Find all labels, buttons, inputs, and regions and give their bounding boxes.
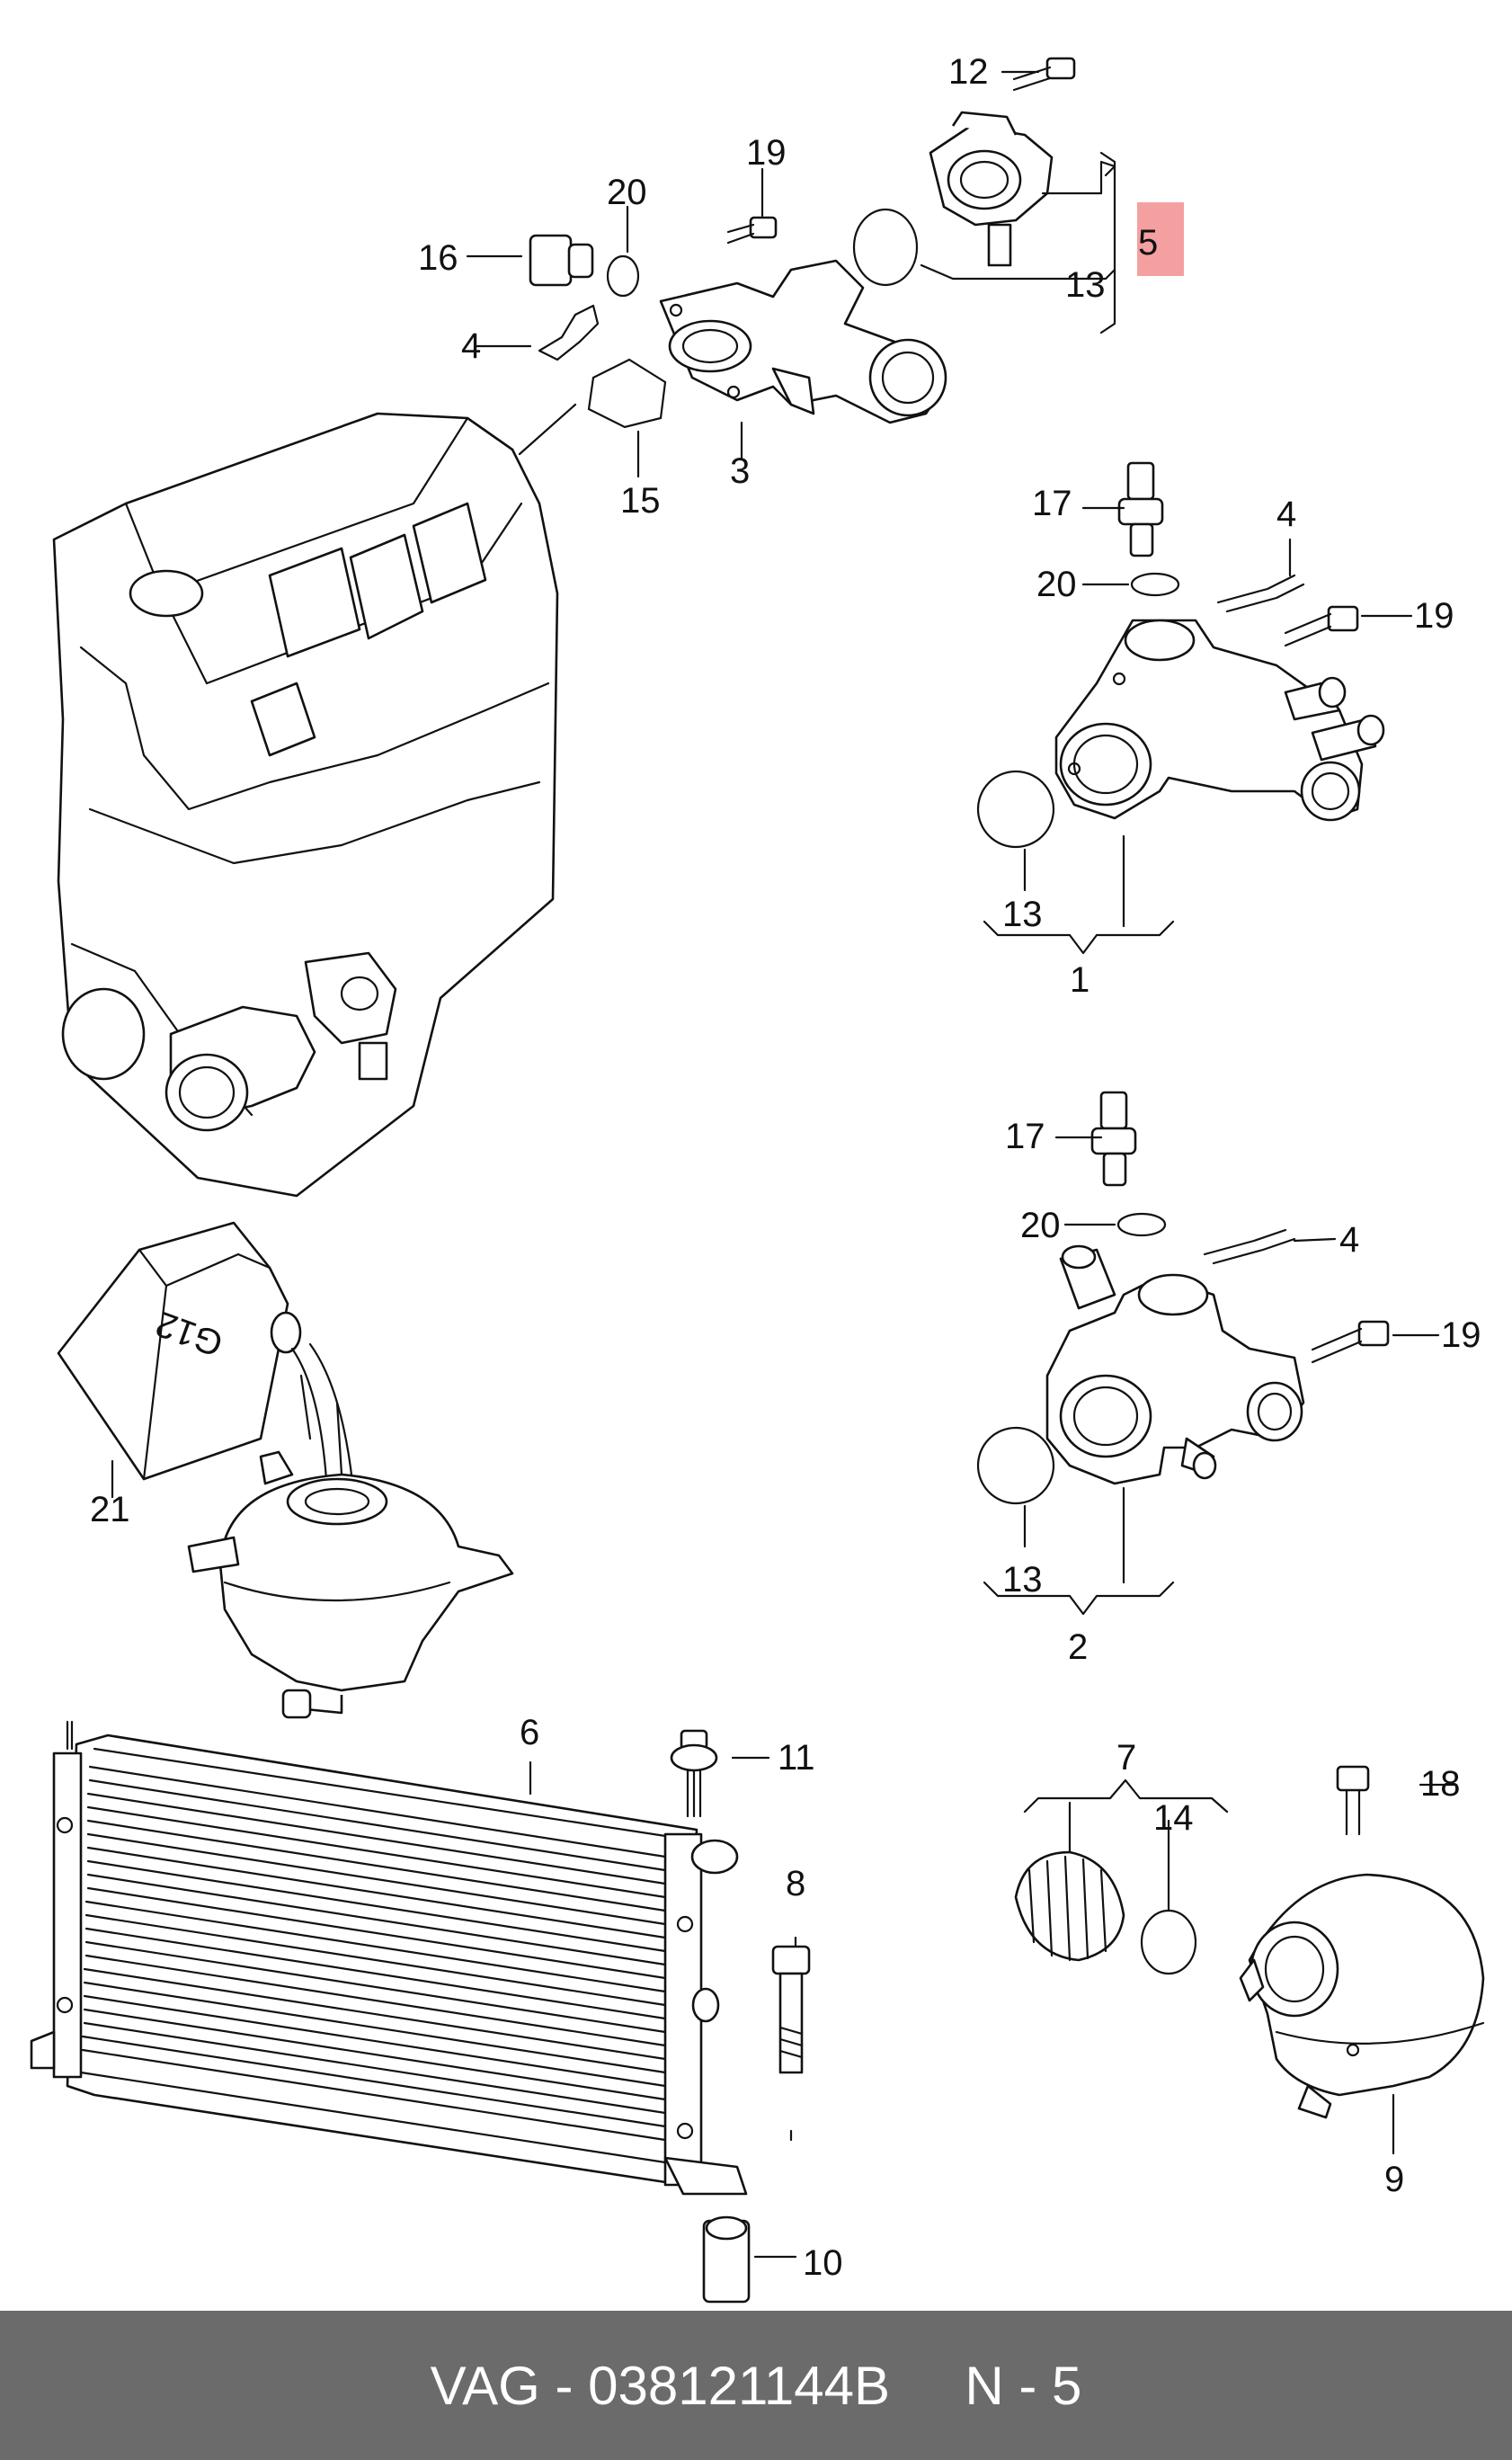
- separator: -: [539, 2355, 589, 2416]
- mount-10: [702, 2215, 751, 2304]
- engine-block: [52, 412, 559, 1198]
- leader-top-left: [466, 167, 764, 478]
- thermostat-housing-2: [1045, 1244, 1305, 1485]
- callout-2: 2: [1068, 1627, 1088, 1667]
- footer-caption: VAG - 038121144B N - 5: [0, 2311, 1512, 2460]
- callout-13: 13: [1002, 1560, 1043, 1600]
- thermostat-housing-1: [1054, 619, 1385, 822]
- callout-17: 17: [1005, 1117, 1045, 1156]
- callout-3: 3: [730, 451, 750, 491]
- seal-20-top: [606, 254, 640, 298]
- callout-8: 8: [786, 1864, 805, 1903]
- callout-13: 13: [1065, 265, 1106, 305]
- seal-14: [1140, 1909, 1197, 1975]
- bolt-19-a: [1284, 605, 1359, 647]
- callout-1: 1: [1070, 960, 1090, 1000]
- callout-21: 21: [90, 1490, 130, 1529]
- callout-16: 16: [418, 238, 458, 278]
- seal-20-b: [1116, 1212, 1167, 1237]
- callout-10: 10: [803, 2243, 843, 2283]
- o-ring-13-a: [976, 770, 1055, 849]
- callout-7: 7: [1116, 1738, 1136, 1778]
- bracket-5: [1099, 151, 1116, 334]
- clip-4-a: [1216, 574, 1305, 613]
- gasket-15: [587, 358, 667, 429]
- footer-bar: VAG - 038121144B N - 5: [0, 2311, 1512, 2460]
- callout-20: 20: [1020, 1206, 1061, 1245]
- callout-19: 19: [1414, 596, 1454, 636]
- filler-cap-7: [1014, 1850, 1125, 1962]
- callout-4: 4: [1276, 495, 1296, 534]
- callout-11: 11: [778, 1738, 815, 1778]
- sensor-17-b: [1090, 1091, 1137, 1187]
- cap-11: [670, 1729, 718, 1818]
- leader-top-right: [920, 70, 1116, 281]
- bolt-12: [1012, 57, 1076, 92]
- bolt-18: [1336, 1765, 1370, 1836]
- brand-label: VAG: [430, 2355, 540, 2416]
- callout-4: 4: [1339, 1220, 1359, 1260]
- part-number: 038121144B: [588, 2355, 891, 2416]
- gap: [890, 2355, 965, 2417]
- sensor-17-a: [1117, 461, 1164, 557]
- clip-4-b: [1203, 1228, 1296, 1265]
- seal-20-a: [1130, 572, 1180, 597]
- callout-19: 19: [1441, 1315, 1481, 1355]
- o-ring-13-top: [852, 208, 919, 287]
- radiator-6: [30, 1720, 748, 2196]
- highlight-box-5: [1137, 202, 1184, 276]
- expansion-tank-9: [1239, 1873, 1485, 2119]
- leaders-housing-2: [983, 1136, 1440, 1616]
- position-label: N - 5: [965, 2355, 1082, 2416]
- callout-4: 4: [461, 326, 481, 366]
- expansion-tank-left: [187, 1450, 514, 1719]
- o-ring-13-b: [976, 1426, 1055, 1505]
- clip-4-top: [538, 304, 600, 361]
- leaders-housing-1: [983, 506, 1413, 955]
- bolt-8: [771, 1945, 811, 2074]
- thermostat-housing-top: [929, 111, 1054, 267]
- callout-19: 19: [746, 133, 787, 173]
- callout-12: 12: [948, 52, 989, 92]
- parts-diagram: G12: [30, 52, 1485, 2304]
- callout-5: 5: [1138, 223, 1158, 263]
- sender-16: [529, 234, 594, 287]
- callout-15: 15: [620, 481, 661, 521]
- bolt-19-b: [1311, 1320, 1390, 1364]
- callout-14: 14: [1153, 1798, 1194, 1838]
- callout-18: 18: [1420, 1764, 1461, 1804]
- callout-6: 6: [520, 1713, 539, 1752]
- callout-17: 17: [1032, 484, 1072, 523]
- leaders-bottom-right: [1023, 1778, 1458, 2155]
- callout-20: 20: [607, 173, 647, 212]
- bolt-19-top: [726, 216, 778, 245]
- coolant-stream: [290, 1342, 357, 1512]
- coolant-flange-top: [659, 259, 947, 424]
- callout-13: 13: [1002, 895, 1043, 934]
- leaders-radiator: [529, 1756, 797, 2259]
- callout-20: 20: [1036, 565, 1077, 604]
- coolant-canister-21: G12: [57, 1221, 302, 1481]
- callout-9: 9: [1384, 2160, 1404, 2199]
